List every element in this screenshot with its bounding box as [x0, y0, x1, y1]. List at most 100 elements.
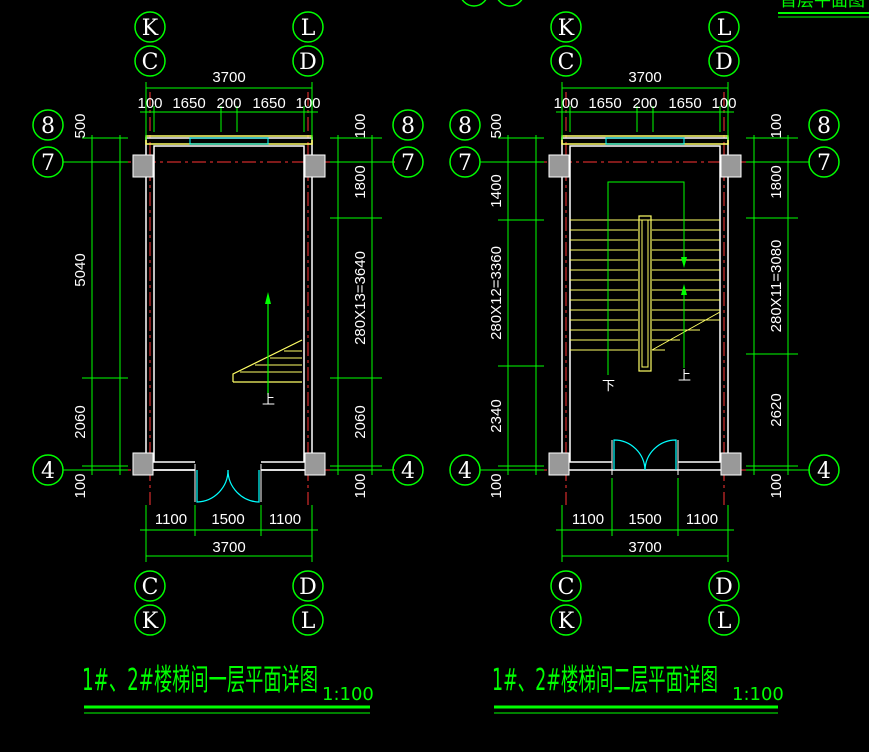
- top-seg-dim: 200: [216, 95, 241, 112]
- axis-bubble: [550, 45, 582, 77]
- axis-label-top: C: [558, 50, 575, 75]
- up-label: 上: [262, 393, 275, 408]
- stair-plan-second-floor: 下 上 3700 100 1650 200: [449, 11, 840, 714]
- axis-label-left: 7: [41, 151, 55, 176]
- axis-label-top: K: [142, 16, 159, 41]
- top-seg-dim: 1650: [172, 95, 205, 112]
- axis-label-right: 7: [817, 151, 831, 176]
- stair-edge: [232, 339, 303, 382]
- axis-label-bottom: K: [142, 609, 159, 634]
- axis-label-right: 8: [817, 114, 831, 139]
- door-leaf-right: [227, 469, 260, 503]
- axis-label-top: C: [142, 50, 159, 75]
- axis-bubble: [708, 11, 740, 43]
- down-label: 下: [602, 379, 615, 394]
- axis-bubble: [292, 45, 324, 77]
- column: [132, 154, 154, 178]
- bottom-total-dim: 3700: [212, 539, 245, 556]
- stair-treads: [570, 219, 721, 351]
- axis-label-right: 7: [401, 151, 415, 176]
- axis-label-bottom: D: [299, 575, 317, 600]
- outer-wall: [561, 137, 729, 471]
- outer-wall: [145, 137, 313, 471]
- axis-label-left: 8: [458, 114, 472, 139]
- column: [132, 452, 154, 476]
- left-dim: 1400: [488, 174, 505, 207]
- top-seg-dim: 100: [137, 95, 162, 112]
- axis-bubble: [392, 109, 424, 141]
- right-dim: 100: [352, 473, 369, 498]
- axis-bubble: [550, 11, 582, 43]
- door-leaf-left: [196, 469, 229, 503]
- axis-label-top: K: [558, 16, 575, 41]
- right-dim: 100: [768, 113, 785, 138]
- axis-bubble: [708, 570, 740, 602]
- handrail: [641, 219, 649, 368]
- right-dim: 100: [352, 113, 369, 138]
- right-dim: 2620: [768, 393, 785, 426]
- axis-bubble: [449, 109, 481, 141]
- parapet: [145, 135, 313, 145]
- axis-label-bottom: K: [558, 609, 575, 634]
- axis-label-right: 4: [817, 459, 831, 484]
- column: [304, 154, 326, 178]
- up-label: 上: [678, 369, 691, 384]
- bottom-seg-dim: 1100: [572, 511, 604, 528]
- door-leaf-left: [613, 439, 646, 471]
- axis-bubble: [808, 109, 840, 141]
- axis-label-right: 4: [401, 459, 415, 484]
- bottom-seg-dim: 1500: [628, 511, 661, 528]
- door-opening: [612, 456, 678, 466]
- axis-bubble: [134, 604, 166, 636]
- axis-label-bottom: L: [717, 609, 732, 634]
- bottom-total-dim: 3700: [628, 539, 661, 556]
- axis-bubble: [134, 11, 166, 43]
- left-dim: 2060: [72, 405, 89, 438]
- window: [189, 137, 269, 145]
- left-dim: 5040: [72, 253, 89, 286]
- door-opening: [195, 460, 261, 474]
- plan-scale: 1:100: [322, 684, 374, 705]
- top-seg-dim: 100: [295, 95, 320, 112]
- top-seg-dim: 1650: [252, 95, 285, 112]
- stair-well: [638, 215, 652, 372]
- plan-title: 1#、2#楼梯间一层平面详图: [82, 663, 318, 698]
- left-dim: 500: [488, 113, 505, 138]
- down-arrow-head: [681, 257, 687, 268]
- right-dim: 1800: [768, 165, 785, 198]
- bottom-seg-dim: 1100: [269, 511, 301, 528]
- left-dim: 100: [72, 473, 89, 498]
- column: [720, 154, 742, 178]
- top-seg-dim: 200: [632, 95, 657, 112]
- inner-wall: [153, 145, 305, 463]
- axis-bubble: [292, 11, 324, 43]
- axis-label-right: 8: [401, 114, 415, 139]
- axis-bubble: [134, 570, 166, 602]
- axis-label-top: L: [301, 16, 316, 41]
- top-seg-dim: 1650: [588, 95, 621, 112]
- bottom-seg-dim: 1500: [211, 511, 244, 528]
- bottom-seg-dim: 1100: [686, 511, 718, 528]
- axis-bubble: [550, 570, 582, 602]
- left-dim: 100: [488, 473, 505, 498]
- right-dim: 280X13=3640: [352, 251, 369, 345]
- axis-bubble: [32, 109, 64, 141]
- down-arrow-path: [607, 181, 685, 375]
- parapet: [561, 135, 729, 145]
- top-seg-dim: 100: [553, 95, 578, 112]
- window: [605, 137, 685, 145]
- column: [720, 452, 742, 476]
- left-dim: 500: [72, 113, 89, 138]
- right-dim: 280X11=3080: [768, 240, 785, 333]
- stair-plan-ground-floor: 上 3700 100 1650: [32, 11, 424, 714]
- axis-bubble: [292, 570, 324, 602]
- plan-scale: 1:100: [732, 684, 784, 705]
- axis-label-bottom: L: [301, 609, 316, 634]
- top-right-title-fragment: 首层平面图: [780, 0, 865, 11]
- right-dim: 1800: [352, 165, 369, 198]
- top-seg-dim: 1650: [668, 95, 701, 112]
- axis-label-top: D: [299, 50, 317, 75]
- axis-label-top: L: [717, 16, 732, 41]
- bottom-seg-dim: 1100: [155, 511, 187, 528]
